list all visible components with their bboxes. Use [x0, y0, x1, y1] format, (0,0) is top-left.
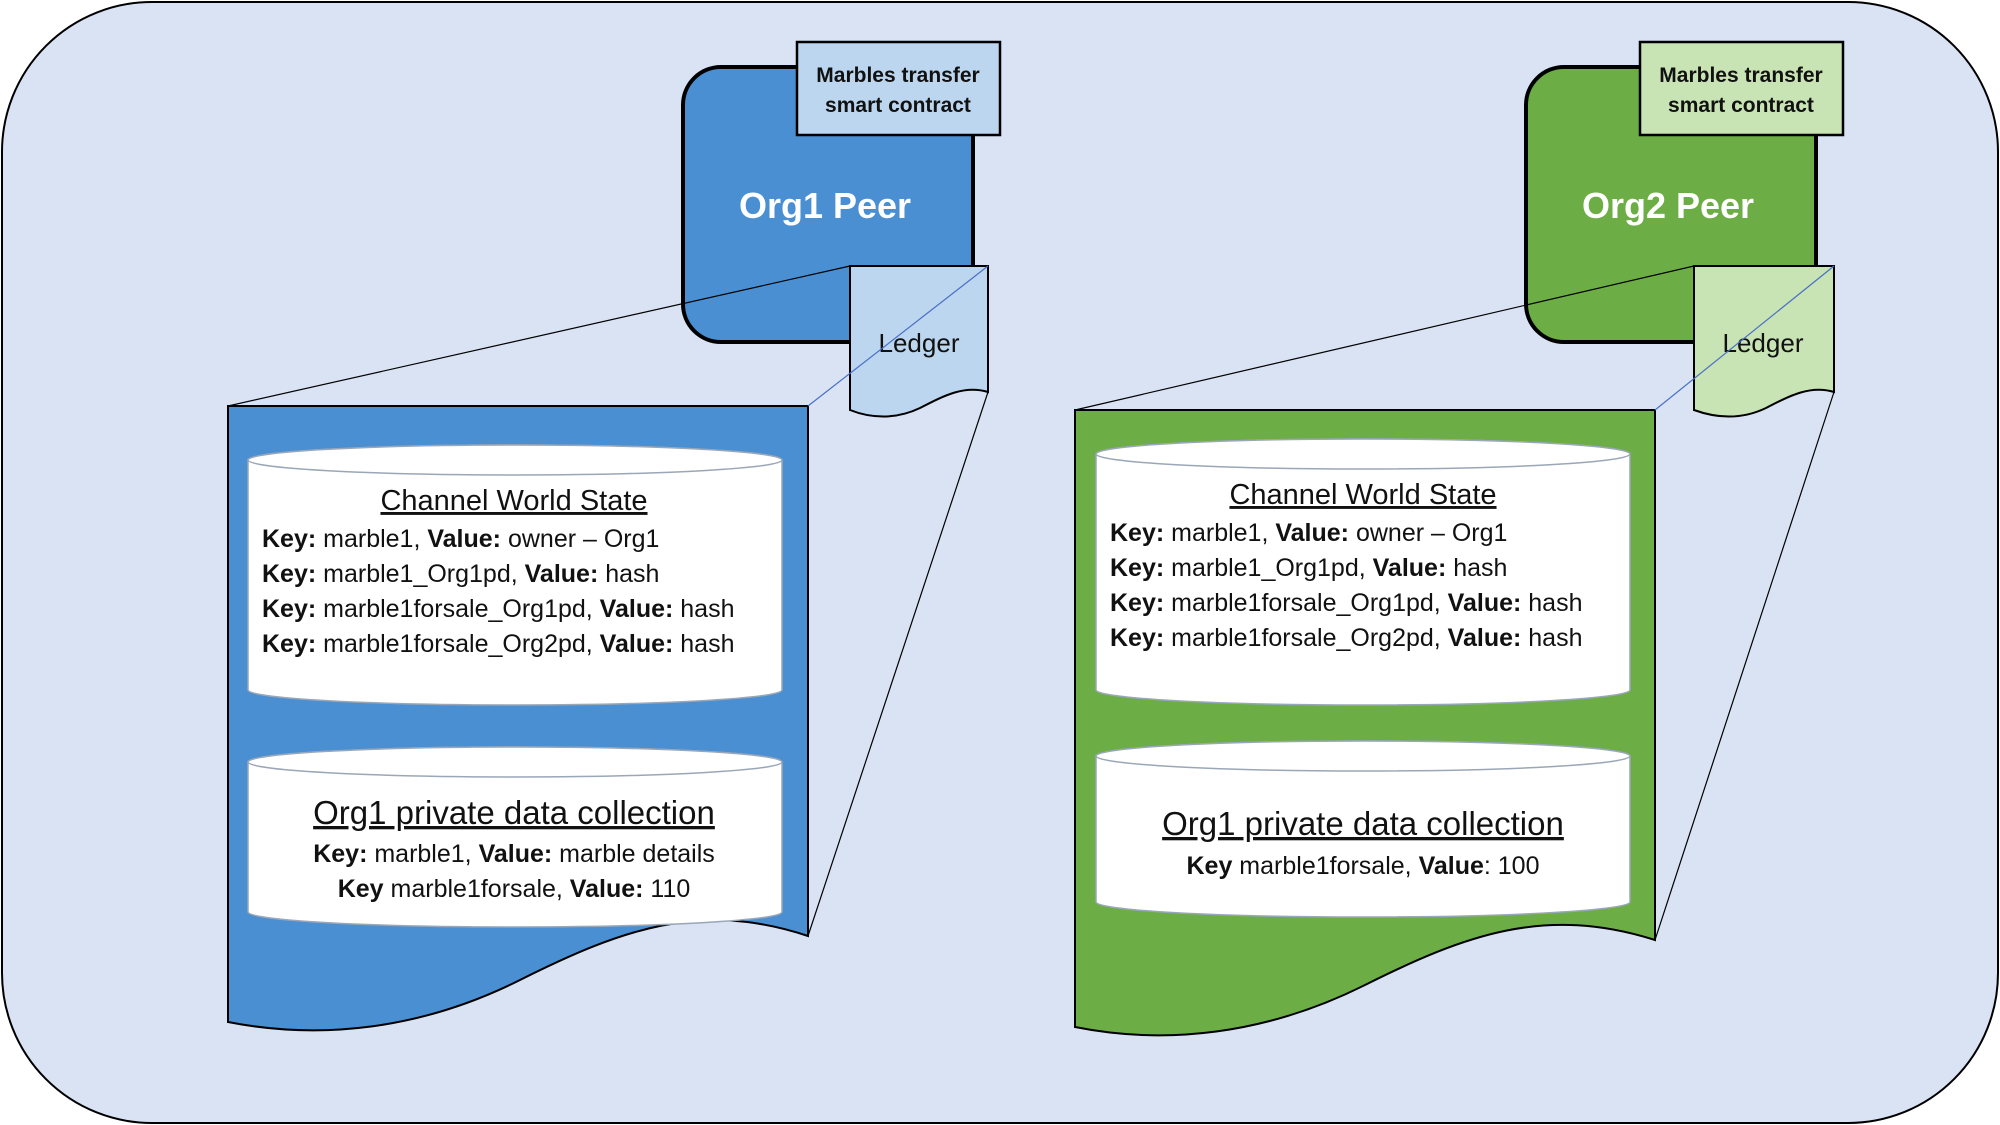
org2-ws-row: Key: marble1forsale_Org1pd, Value: hash — [1110, 589, 1583, 617]
org2-private-data-db: Org1 private data collection Key marble1… — [1095, 740, 1631, 918]
org1-private-row: Key marble1forsale, Value: 110 — [338, 875, 691, 903]
org1-peer-title: Org1 Peer — [739, 185, 911, 226]
org1-ws-row: Key: marble1forsale_Org2pd, Value: hash — [262, 630, 735, 658]
org2-zoom-line-diagonal — [1654, 265, 1835, 411]
org1-ledger-icon[interactable] — [849, 265, 989, 418]
org1-ledger-label: Ledger — [879, 328, 960, 358]
org2-ws-row: Key: marble1forsale_Org2pd, Value: hash — [1110, 624, 1583, 652]
org1-zoom-line-top — [227, 265, 851, 407]
org2-private-row: Key marble1forsale, Value: 100 — [1186, 852, 1539, 880]
org1-private-row: Key: marble1, Value: marble details — [313, 840, 715, 868]
org2-ledger-label: Ledger — [1723, 328, 1804, 358]
org2-private-title: Org1 private data collection — [1162, 805, 1564, 842]
org1-zoom-line-bottom — [807, 391, 989, 937]
org2-ws-row: Key: marble1, Value: owner – Org1 — [1110, 519, 1507, 547]
org1-world-state-db: Channel World State Key: marble1, Value:… — [247, 444, 783, 706]
org2-zoom-line-bottom — [1654, 391, 1835, 941]
org2-contract-line2: smart contract — [1668, 94, 1814, 117]
org2-world-state-db: Channel World State Key: marble1, Value:… — [1095, 438, 1631, 706]
org1-ws-row: Key: marble1forsale_Org1pd, Value: hash — [262, 595, 735, 623]
org2-contract-box[interactable]: Marbles transfer smart contract — [1638, 40, 1845, 137]
org1-ws-row: Key: marble1, Value: owner – Org1 — [262, 525, 659, 553]
org2-contract-line1: Marbles transfer — [1659, 64, 1822, 87]
org1-contract-line1: Marbles transfer — [816, 64, 979, 87]
org2-group: Org2 Peer Marbles transfer smart contrac… — [1074, 40, 1845, 1037]
org1-zoom-line-diagonal — [807, 265, 989, 407]
org1-private-data-db: Org1 private data collection Key: marble… — [247, 746, 783, 928]
org1-world-state-title: Channel World State — [380, 485, 647, 517]
org1-contract-box[interactable]: Marbles transfer smart contract — [795, 40, 1002, 137]
org1-contract-line2: smart contract — [825, 94, 971, 117]
org2-ledger-icon[interactable] — [1693, 265, 1835, 418]
org1-ws-row: Key: marble1_Org1pd, Value: hash — [262, 560, 659, 588]
org2-peer-title: Org2 Peer — [1582, 185, 1754, 226]
org2-ws-row: Key: marble1_Org1pd, Value: hash — [1110, 554, 1507, 582]
org1-private-title: Org1 private data collection — [313, 794, 715, 831]
org1-group: Org1 Peer Marbles transfer smart contrac… — [227, 40, 1002, 1032]
org2-zoom-line-top — [1074, 265, 1695, 411]
org2-world-state-title: Channel World State — [1229, 479, 1496, 511]
